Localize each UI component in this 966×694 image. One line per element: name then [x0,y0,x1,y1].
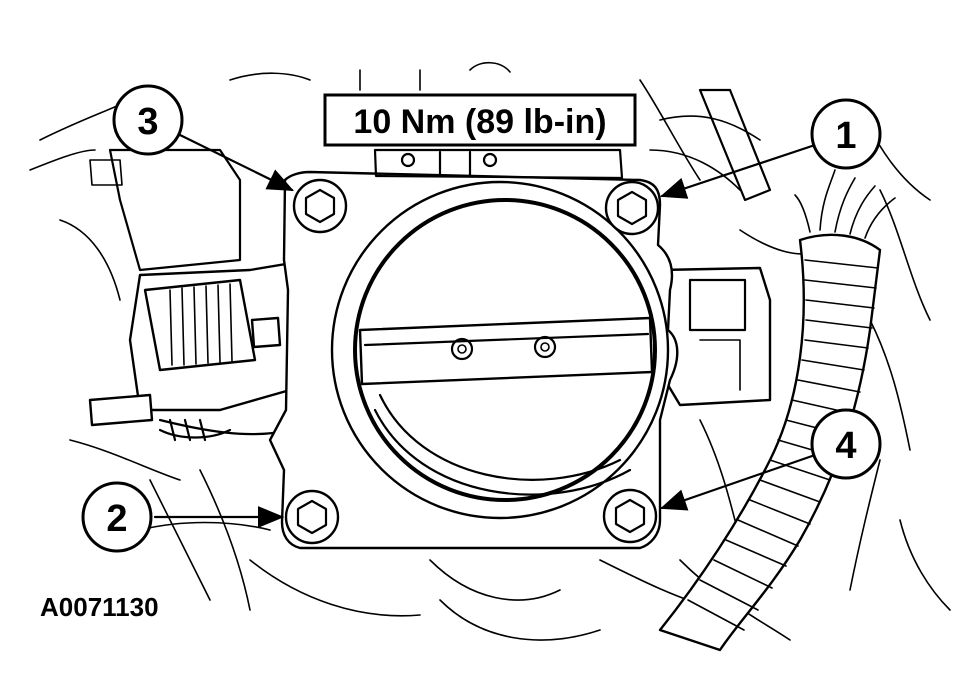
callout-2-number: 2 [106,498,127,540]
leader-arrow-1 [659,143,817,199]
torque-spec-box: 10 Nm (89 lb-in) [323,93,637,147]
figure-id: A0071130 [40,592,159,622]
bolt-top-right [604,180,660,236]
callout-4: 4 [810,408,882,480]
torque-spec-label: 10 Nm (89 lb-in) [353,103,606,141]
bolt-bottom-right [602,488,658,544]
bolt-bottom-left [284,489,340,545]
leader-arrow-3 [178,133,294,192]
throttle-position-sensor [658,266,772,407]
callout-1-number: 1 [835,115,856,157]
callout-1: 1 [810,98,882,170]
leader-arrow-4 [659,453,817,511]
throttle-plate [358,316,654,386]
callout-3-number: 3 [137,101,158,143]
callout-2: 2 [81,481,153,553]
callout-3: 3 [112,84,184,156]
bolt-top-left [292,178,348,234]
wiring-harness-loom [658,169,896,652]
callout-4-number: 4 [835,425,856,467]
